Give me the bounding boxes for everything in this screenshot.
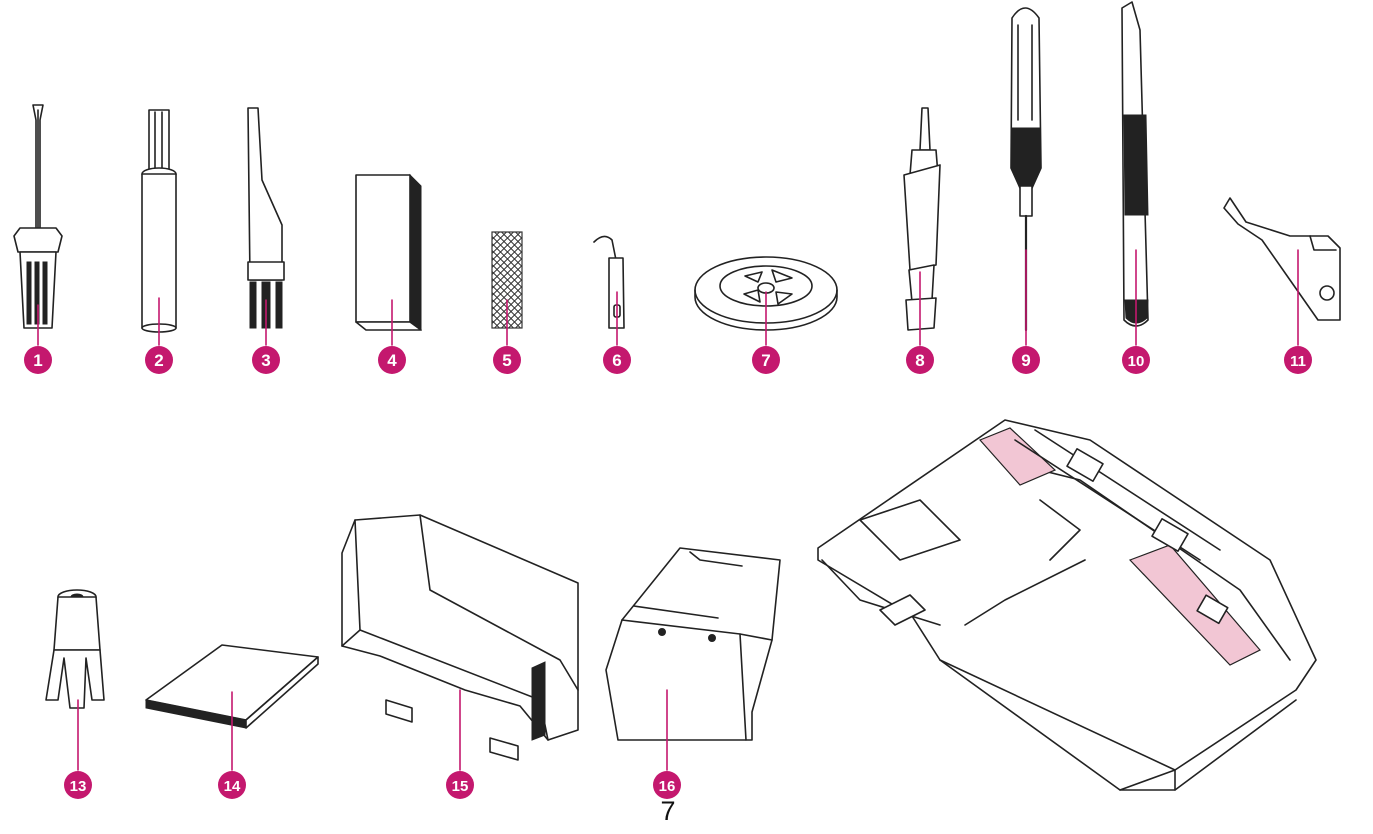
marker-number: 9 [1021,351,1030,370]
table-extension-icon [605,547,781,771]
page-number: 7 [660,796,676,826]
marker-number: 13 [70,778,87,795]
part-marker-10: 10 [1122,346,1150,374]
marker-circle [218,771,246,799]
part-marker-13: 13 [64,771,92,799]
tweezers-icon [1121,1,1149,346]
marker-number: 7 [761,351,770,370]
part-marker-15: 15 [446,771,474,799]
marker-circle [1284,346,1312,374]
part-marker-8: 8 [906,346,934,374]
marker-circle [64,771,92,799]
part-marker-2: 2 [145,346,173,374]
marker-circle [752,346,780,374]
marker-number: 10 [1128,353,1145,370]
spool-holder-icon [45,589,105,771]
part-marker-3: 3 [252,346,280,374]
marker-circle [24,346,52,374]
marker-number: 2 [154,351,163,370]
marker-circle [906,346,934,374]
spool-pin-icon [141,109,177,346]
part-marker-16: 16 [653,771,681,799]
small-screwdriver-icon [1010,7,1042,346]
part-marker-11: 11 [1284,346,1312,374]
part-marker-4: 4 [378,346,406,374]
marker-number: 1 [33,351,42,370]
part-marker-9: 9 [1012,346,1040,374]
threader-hook-icon [593,235,625,346]
part-marker-14: 14 [218,771,246,799]
part-marker-5: 5 [493,346,521,374]
spool-cap-icon [694,256,838,346]
marker-circle [603,346,631,374]
cover-pad-icon [145,644,319,771]
marker-circle [446,771,474,799]
spool-net-icon [491,231,523,346]
marker-number: 15 [452,778,469,795]
marker-number: 5 [502,351,511,370]
cleaning-brush-icon [247,107,285,346]
marker-circle [493,346,521,374]
marker-number: 3 [261,351,270,370]
marker-number: 16 [659,778,676,795]
waste-tray-icon [341,514,579,771]
screwdriver-icon [13,104,63,346]
part-marker-7: 7 [752,346,780,374]
marker-number: 4 [387,351,397,370]
marker-number: 11 [1290,353,1306,370]
looper-cover-unit-icon [817,419,1317,791]
marker-circle [1122,346,1150,374]
marker-circle [653,771,681,799]
marker-circle [1012,346,1040,374]
marker-number: 14 [224,778,241,795]
marker-number: 8 [915,351,924,370]
marker-circle [145,346,173,374]
marker-number: 6 [612,351,621,370]
felt-pad-icon [355,173,422,346]
marker-circle [252,346,280,374]
needle-inserter-icon [903,107,941,346]
hex-wrench-icon [1223,197,1341,346]
part-marker-6: 6 [603,346,631,374]
part-marker-1: 1 [24,346,52,374]
marker-circle [378,346,406,374]
